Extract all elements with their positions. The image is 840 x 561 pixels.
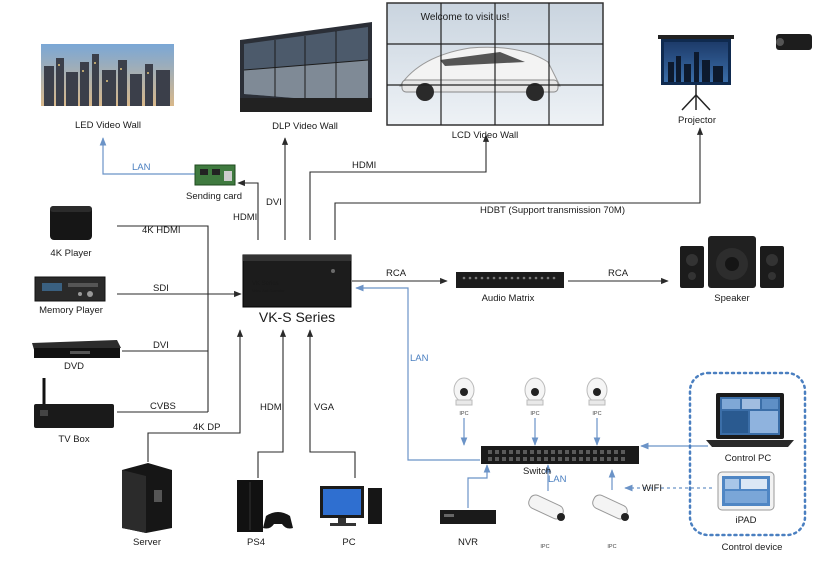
control-group-label: Control device <box>722 542 783 553</box>
control-device-group: Control device <box>688 371 807 553</box>
tv-box[interactable]: TV Box <box>34 378 114 445</box>
cvbs-label: CVBS <box>150 401 176 412</box>
hdmi-sending-label: HDMI <box>233 212 257 223</box>
server[interactable]: Server <box>122 463 172 548</box>
nvr[interactable]: NVR <box>440 510 496 548</box>
pc[interactable]: PC <box>320 486 382 548</box>
ipc-label-1: IPC <box>459 411 468 417</box>
dvi-dlp-label: DVI <box>266 197 282 208</box>
vk-s-series-controller[interactable]: VK Series Video Wall Controller VK-S Ser… <box>242 254 352 325</box>
audio-matrix-label: Audio Matrix <box>482 293 535 304</box>
lan-vk-line <box>355 284 480 461</box>
sending-card-label: Sending card <box>186 191 242 202</box>
vk-plate-line2: Video Wall Controller <box>252 289 286 293</box>
lan-led-line <box>99 137 195 175</box>
vk-plate-line1: VK Series <box>252 281 279 287</box>
dvd-player[interactable]: DVD <box>32 340 121 372</box>
hdmi4k-label: 4K HDMI <box>142 225 181 236</box>
4k-player[interactable]: 4K Player <box>50 206 92 259</box>
connections <box>99 127 712 508</box>
ps4-label: PS4 <box>247 537 265 548</box>
ps4[interactable]: PS4 <box>237 480 293 548</box>
speaker[interactable]: Speaker <box>680 236 784 304</box>
control-pc[interactable]: Control PC <box>706 393 794 464</box>
4k-player-label: 4K Player <box>50 248 91 259</box>
hdmi-lcd-line <box>309 134 490 240</box>
hdmi-sending-line <box>237 179 259 240</box>
ipc-camera-3[interactable]: IPC <box>586 377 608 417</box>
hdmi-ps4-line <box>257 329 287 478</box>
ipc-bullet-2[interactable]: IPC <box>591 493 630 550</box>
lcd-video-wall[interactable]: Welcome to visit us! LCD Video Wall <box>386 2 604 141</box>
hdmi-ps4-label: HDMI <box>260 402 284 413</box>
rca-speaker-label: RCA <box>608 268 629 279</box>
dlp-wall-label: DLP Video Wall <box>272 121 338 132</box>
switch-label: Switch <box>523 466 551 477</box>
hdmi-lcd-label: HDMI <box>352 160 376 171</box>
ipc-bullet-1[interactable]: IPC <box>527 493 566 550</box>
ipad-label: iPAD <box>736 515 757 526</box>
memory-player[interactable]: Memory Player <box>34 276 106 316</box>
speaker-label: Speaker <box>714 293 749 304</box>
nvr-label: NVR <box>458 537 478 548</box>
led-wall-label: LED Video Wall <box>75 120 141 131</box>
server-label: Server <box>133 537 161 548</box>
vga-label: VGA <box>314 402 335 413</box>
sending-card[interactable]: Sending card <box>186 164 242 202</box>
pc-label: PC <box>342 537 355 548</box>
audio-matrix[interactable]: Audio Matrix <box>456 272 564 304</box>
dvd-label: DVD <box>64 361 84 372</box>
projector[interactable]: Projector <box>658 34 812 126</box>
vk-series-label: VK-S Series <box>259 309 335 325</box>
rca-matrix-label: RCA <box>386 268 407 279</box>
lan-led-label: LAN <box>132 162 151 173</box>
lcd-wall-label: LCD Video Wall <box>452 130 519 141</box>
network-switch[interactable]: Switch <box>481 446 639 477</box>
dp-server-line <box>147 329 244 462</box>
dvi-source-label: DVI <box>153 340 169 351</box>
ipc-camera-2[interactable]: IPC <box>524 377 546 417</box>
ipad[interactable]: iPAD <box>717 471 775 526</box>
led-video-wall[interactable]: LED Video Wall <box>41 44 174 131</box>
vga-pc-line <box>306 329 356 478</box>
lan-switch-label: LAN <box>548 474 567 485</box>
lcd-banner-text: Welcome to visit us! <box>421 12 510 23</box>
ipc-camera-1[interactable]: IPC <box>453 377 475 417</box>
hdbt-label: HDBT (Support transmission 70M) <box>480 205 625 216</box>
projector-label: Projector <box>678 115 716 126</box>
dp4k-label: 4K DP <box>193 422 220 433</box>
dlp-video-wall[interactable]: DLP Video Wall <box>240 22 372 132</box>
control-pc-label: Control PC <box>725 453 772 464</box>
wifi-label: WIFI <box>642 483 662 494</box>
ipc-bullet-label-1: IPC <box>540 544 549 550</box>
sdi-label: SDI <box>153 283 169 294</box>
lan-vk-label: LAN <box>410 353 429 364</box>
source-bus-line <box>117 225 209 412</box>
memory-player-label: Memory Player <box>39 305 103 316</box>
ipc-label-3: IPC <box>592 411 601 417</box>
tv-box-label: TV Box <box>58 434 89 445</box>
ipc-bullet-label-2: IPC <box>607 544 616 550</box>
ipc-label-2: IPC <box>530 411 539 417</box>
hdbt-projector-line <box>334 127 704 240</box>
